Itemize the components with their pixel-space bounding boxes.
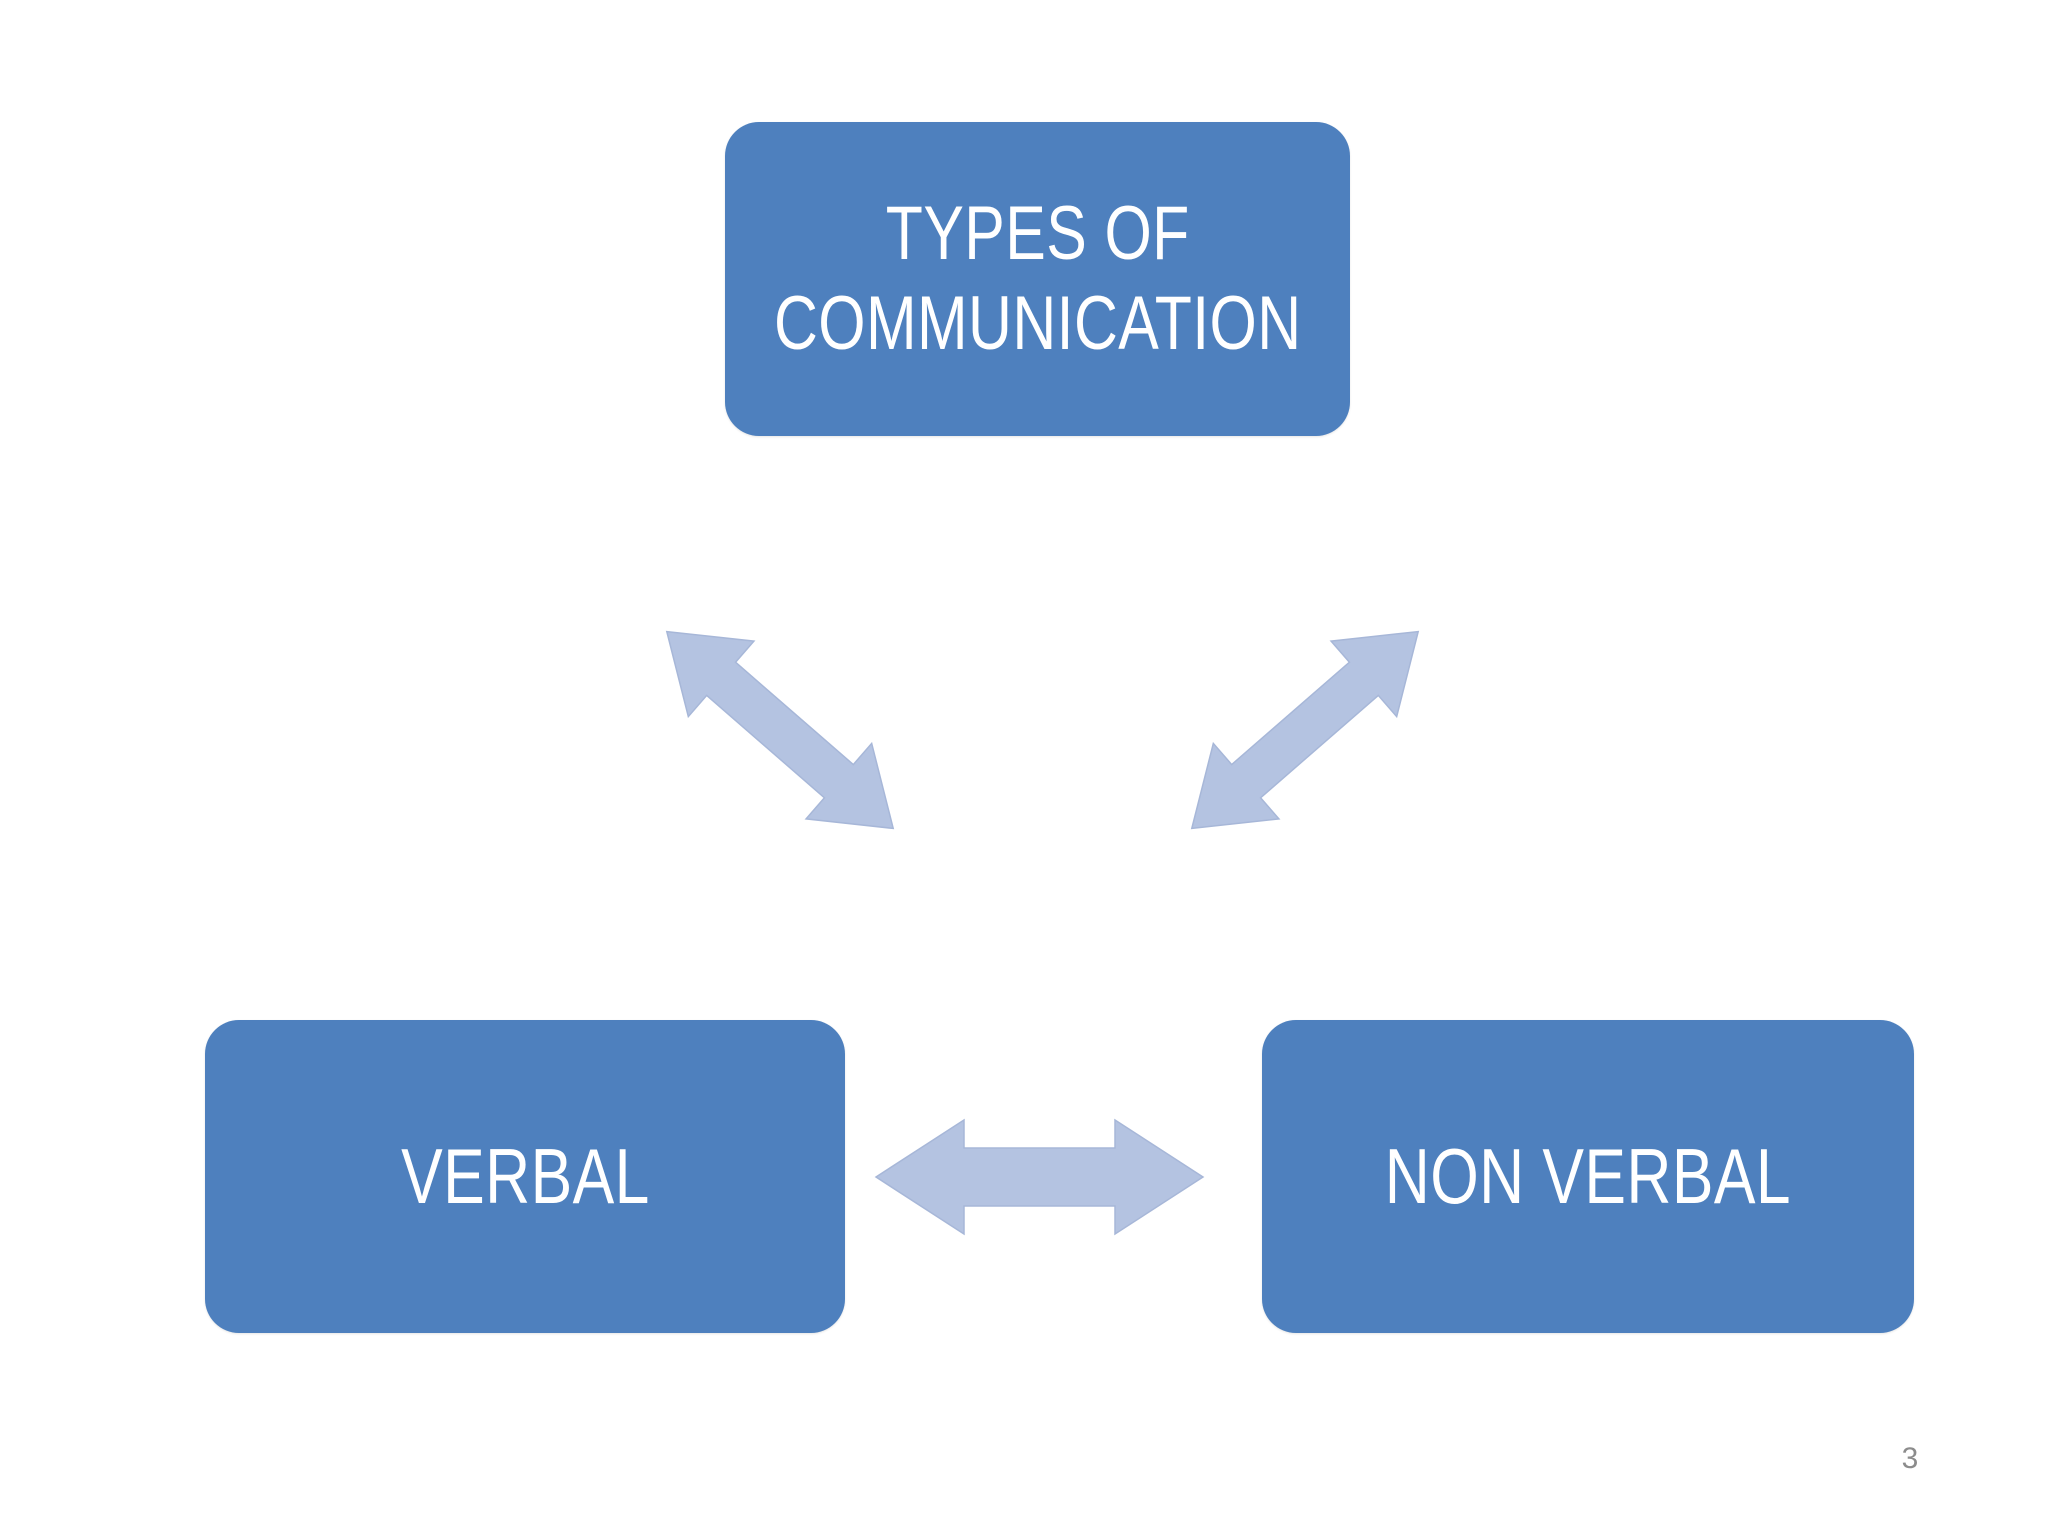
arrow-shape: [1190, 630, 1420, 830]
node-types-of-communication-label: TYPES OF COMMUNICATION: [773, 191, 1302, 366]
node-types-of-communication[interactable]: TYPES OF COMMUNICATION: [725, 122, 1350, 436]
page-number: 3: [1901, 1442, 1919, 1475]
node-non-verbal-label: NON VERBAL: [1384, 1132, 1792, 1221]
double-arrow-horizontal-icon: [874, 1118, 1205, 1236]
node-non-verbal[interactable]: NON VERBAL: [1262, 1020, 1914, 1333]
double-arrow-diagonal-icon-left: [665, 630, 895, 830]
node-verbal[interactable]: VERBAL: [205, 1020, 845, 1333]
double-arrow-diagonal-icon-right: [1190, 630, 1420, 830]
node-verbal-label: VERBAL: [400, 1132, 650, 1221]
arrow-shape: [874, 1118, 1205, 1236]
arrow-shape: [665, 630, 895, 830]
